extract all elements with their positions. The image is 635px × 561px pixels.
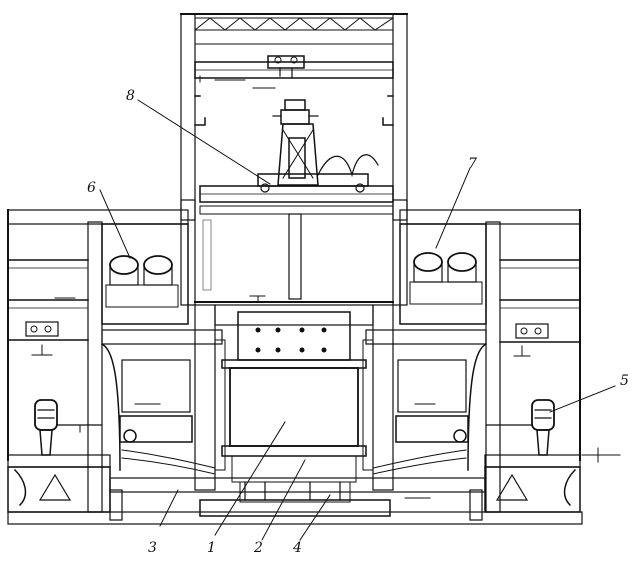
separator-compartments	[101, 223, 487, 325]
callout-7: 7	[468, 156, 477, 172]
reactor-core	[214, 304, 374, 503]
callout-1: 1	[207, 540, 216, 556]
upper-plate-studs	[255, 327, 327, 353]
leader-lines	[99, 99, 616, 541]
callout-4: 4	[292, 540, 302, 556]
upper-floor	[7, 199, 581, 306]
callout-3: 3	[148, 540, 157, 556]
lower-structure	[7, 304, 583, 525]
callout-2: 2	[253, 540, 263, 556]
reactor-hall	[180, 13, 408, 221]
left-annex	[7, 209, 111, 513]
callout-5: 5	[620, 373, 629, 389]
refuelling-machine	[199, 99, 394, 300]
vault-details	[59, 403, 526, 433]
right-annex	[484, 209, 621, 513]
callout-8: 8	[126, 88, 135, 104]
callout-6: 6	[87, 180, 96, 196]
